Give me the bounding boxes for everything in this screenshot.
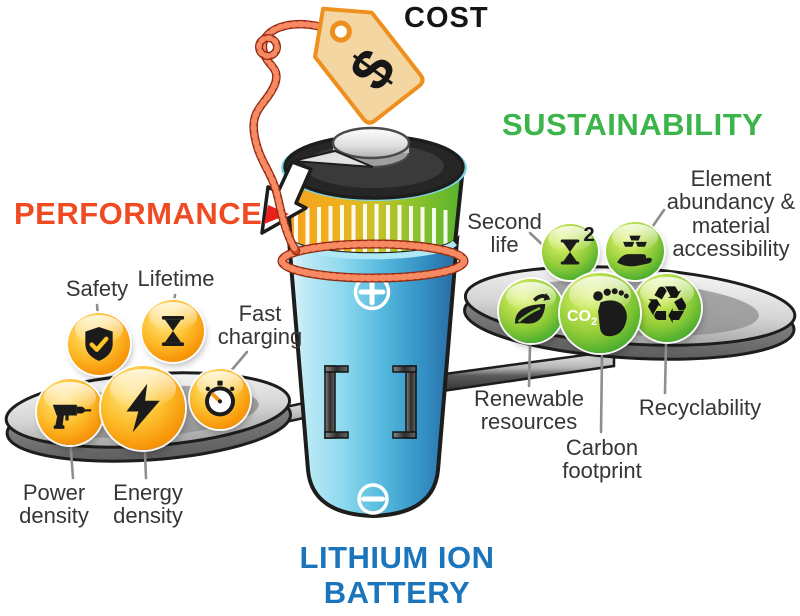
hand-minerals-icon [617,235,652,267]
co2-label: CO2 [567,308,598,329]
battery-body [286,234,460,519]
rope [254,24,469,283]
carbon-footprint-badge: CO2 [560,273,640,353]
energy-density-badge [101,366,185,450]
label-energy-density: Energy density [113,480,183,529]
fast-charging-badge [190,369,250,429]
lifetime-badge [142,300,204,362]
battery-top [281,126,467,201]
second-life-badge: 2 [542,224,598,280]
battery-title-line2: BATTERY [323,574,471,610]
leaf-recycle-icon [515,293,551,324]
tag-hole [329,20,352,43]
recyclability-badge: ♻ [633,274,701,342]
sustainability-title: SUSTAINABILITY [502,107,764,142]
element-abundancy-badge [606,222,664,280]
performance-title: PERFORMANCE [14,196,263,231]
renewable-resources-badge [499,279,563,343]
hourglass-icon [161,316,185,346]
label-carbon-footprint: Carbon footprint [562,435,642,484]
recycle-icon: ♻ [643,276,691,336]
negative-terminal-symbol [357,483,389,515]
safety-badge [68,313,130,375]
footprint-icon [593,288,629,337]
drill-icon [52,404,92,429]
lightning-icon [126,383,160,433]
power-density-badge [37,379,103,445]
battery-terminal-button [331,126,411,160]
label-element-abundancy: Element abundancy & material accessibili… [666,166,796,261]
hourglass-2-icon [560,239,580,265]
label-power-density: Power density [19,480,89,529]
cost-title: COST [404,2,489,34]
label-lifetime: Lifetime [137,266,215,291]
label-safety: Safety [65,276,129,301]
second-life-superscript: 2 [583,224,595,247]
label-renewable-resources: Renewable resources [473,386,585,435]
label-second-life: Second life [467,209,542,258]
battery-title: LITHIUM ION BATTERY [277,540,517,610]
label-fast-charging: Fast charging [217,301,303,350]
beam-connectors [324,365,417,439]
label-recyclability: Recyclability [638,395,762,420]
battery-title-line1: LITHIUM ION [299,540,495,575]
price-tag: $ [313,6,425,125]
shield-check-icon [85,327,113,361]
stopwatch-icon [205,380,235,417]
